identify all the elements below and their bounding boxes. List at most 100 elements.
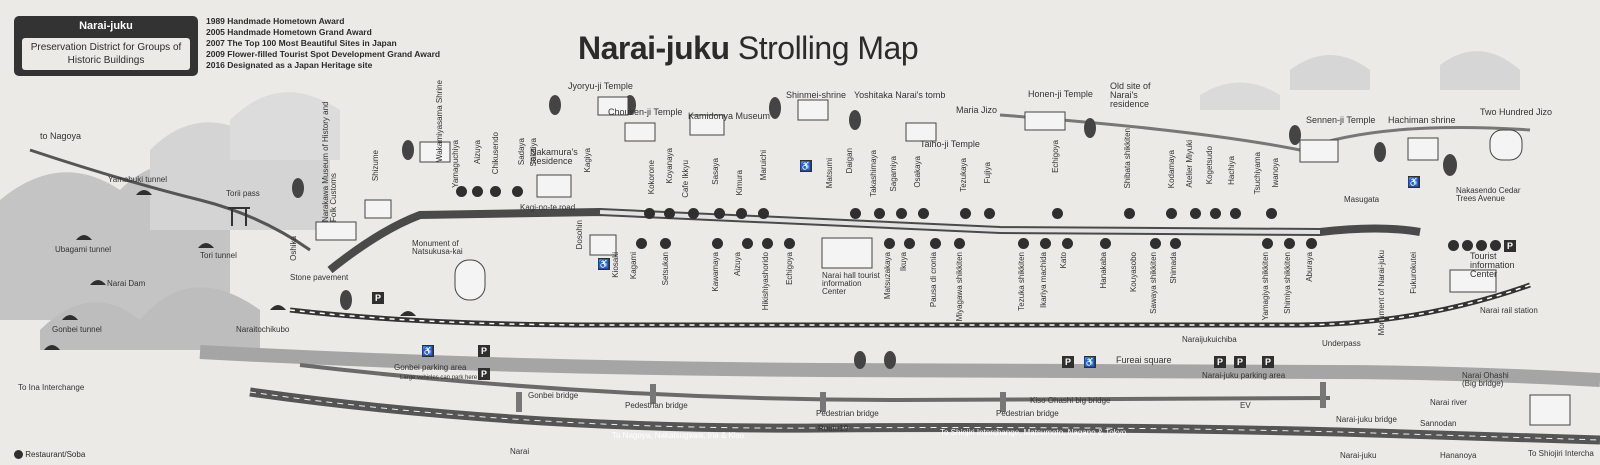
info-icon (1448, 240, 1459, 251)
shop-label: Echigoya (785, 252, 794, 285)
shop-label: Kato (1059, 252, 1068, 269)
map-title: Narai-juku Strolling Map (578, 30, 919, 67)
shop-icon (1210, 208, 1221, 219)
shop-icon (884, 238, 895, 249)
map-title-bold: Narai-juku (578, 30, 730, 66)
shop-icon (660, 238, 671, 249)
shop-icon (762, 238, 773, 249)
shop-icon (1170, 238, 1181, 249)
label-gonbei-tunnel: Gonbei tunnel (52, 325, 102, 334)
shop-icon (1018, 238, 1029, 249)
label-torii-pass: Torii pass (226, 189, 260, 198)
info-icon (1462, 240, 1473, 251)
award-item: 2005 Handmade Hometown Grand Award (206, 27, 372, 37)
label-stone-pavement: Stone pavement (290, 273, 349, 282)
label-ubagami-tunnel: Ubagami tunnel (55, 245, 112, 254)
shop-icon (1062, 238, 1073, 249)
label-old-site: Old site of Narai's residence (1110, 81, 1151, 109)
shop-label: Kiosaki (611, 252, 620, 278)
shop-icon (874, 208, 885, 219)
shop-label: Aizuya (473, 140, 482, 165)
label-tourist-center: Tourist information Center (1470, 251, 1515, 279)
shop-icon (1306, 238, 1317, 249)
label-honen-temple: Honen-ji Temple (1028, 89, 1093, 99)
shop-label: Pausa di cronia (929, 252, 938, 308)
shop-label: Kodamaya (1167, 150, 1176, 189)
shop-icon (688, 208, 699, 219)
shop-icon (714, 208, 725, 219)
toilet-icon: ♿ (422, 345, 434, 357)
shop-label: Ikariya machida (1039, 252, 1048, 309)
shop-label: Matsumi (825, 158, 834, 189)
shop-label: Tezuka shikkiten (1017, 252, 1026, 311)
toilet-icon: ♿ (1408, 176, 1420, 188)
label-narai-parking: Narai-juku parking area (1202, 371, 1286, 380)
shop-icon (1262, 238, 1273, 249)
shop-icon (712, 238, 723, 249)
shop-label: Wakamiyasama Shrine (435, 80, 444, 162)
label-naraijukuichiba: Naraijukuichiba (1182, 335, 1237, 344)
shop-icon (918, 208, 929, 219)
shop-label: Hikishiyashorido (761, 252, 770, 311)
shop-icon (1166, 208, 1177, 219)
label-gonbei-parking: Gonbei parking area (394, 363, 467, 372)
shop-label: Dosohin (575, 220, 584, 250)
shop-icon (1124, 208, 1135, 219)
shop-label: Sawaya shikkiten (1149, 252, 1158, 314)
legend-restaurant: Restaurant/Soba (25, 450, 86, 459)
shop-label: Tezukaya (959, 158, 968, 192)
award-item: 2007 The Top 100 Most Beautiful Sites in… (206, 38, 397, 48)
parking-icon: P (1234, 356, 1246, 368)
label-route19: Route19 (818, 424, 849, 433)
info-icon (1476, 240, 1487, 251)
shop-label: Sakaiya (529, 138, 538, 167)
label-taiho-temple: Taiho-ji Temple (920, 139, 980, 149)
shop-label: Aburaya (1305, 252, 1314, 282)
shop-label: Shimada (1169, 252, 1178, 284)
legend: Restaurant/Soba (14, 450, 86, 460)
restaurant-icon (456, 186, 467, 197)
shop-label: Fukurokutei (1409, 252, 1418, 294)
shop-icon (850, 208, 861, 219)
badge-name: Narai-juku (79, 20, 133, 32)
label-chousen-temple: Chousen-ji Temple (608, 107, 683, 117)
shop-icon (1230, 208, 1241, 219)
shop-icon (784, 238, 795, 249)
shop-label: Oshika (289, 236, 298, 261)
label-sennen-temple: Sennen-ji Temple (1306, 115, 1376, 125)
shop-label: Kagami (629, 252, 638, 280)
label-large-vehicles: Large vehicles can park here (400, 375, 478, 381)
label-hananoya: Hananoya (1440, 451, 1477, 460)
label-narai-river: Narai river (1430, 398, 1467, 407)
label-maria-jizo: Maria Jizo (956, 105, 998, 115)
shop-icon (644, 208, 655, 219)
torii-gate (228, 207, 250, 226)
shop-label: Sadaya (517, 138, 526, 166)
label-masugata: Masugata (1344, 195, 1380, 204)
label-ev: EV (1240, 401, 1251, 410)
label-naraitochikubo: Naraitochikubo (236, 325, 290, 334)
shop-label: Shizume (371, 150, 380, 182)
shop-label: Sagamiya (889, 156, 898, 192)
label-sannodan: Sannodan (1420, 419, 1457, 428)
shop-label: Fujiya (983, 162, 992, 184)
parking-icon: P (1062, 356, 1074, 368)
tunnels (44, 190, 416, 350)
label-yoshitaka: Yoshitaka Narai's tomb (854, 90, 946, 100)
label-pedestrian-bridge-2: Pedestrian bridge (816, 409, 879, 418)
label-hachiman: Hachiman shrine (1388, 115, 1456, 125)
shop-label: Monument of Narai-juku (1377, 250, 1386, 336)
shop-label: Chikusendo (491, 132, 500, 175)
narai-river (199, 345, 1600, 387)
shop-label: Koyanaya (665, 148, 674, 184)
shop-icon (736, 208, 747, 219)
shop-icon (904, 238, 915, 249)
shop-label: Yamagiya shikkiten (1261, 252, 1270, 321)
mountains (0, 51, 1520, 350)
label-to-nagoya: to Nagoya (40, 131, 82, 141)
label-shinmei: Shinmei-shrine (786, 90, 847, 100)
restaurant-icon (490, 186, 501, 197)
shop-label: Echigoya (1051, 140, 1060, 173)
shop-label: Osakaya (913, 156, 922, 188)
